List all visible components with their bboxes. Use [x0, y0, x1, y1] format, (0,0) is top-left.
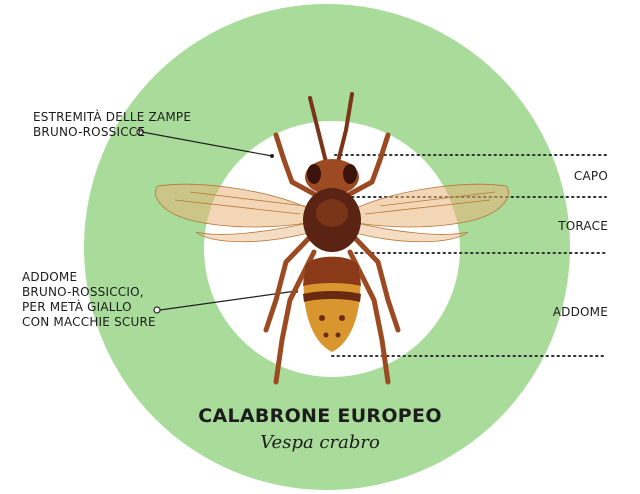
legs-tip-label: ESTREMITÀ DELLE ZAMPE BRUNO-ROSSICCE: [33, 110, 191, 140]
thorax-label: TORACE: [558, 219, 608, 233]
legs: [263, 132, 401, 385]
legs-leader-end: [270, 154, 274, 158]
wings: [155, 183, 509, 243]
abdomen-desc-line-1: ADDOME: [22, 270, 78, 284]
legs-tip-line-2: BRUNO-ROSSICCE: [33, 125, 146, 139]
abdomen-leader-line: [159, 290, 297, 311]
abdomen-desc-line-4: CON MACCHIE SCURE: [22, 315, 156, 329]
abdomen-label: ADDOME: [552, 305, 608, 319]
abdomen-desc-line-2: BRUNO-ROSSICCIO,: [22, 285, 144, 299]
legs-leader-line: [141, 131, 273, 157]
abdomen-desc-line-3: PER METÀ GIALLO: [22, 300, 132, 314]
hornet: [155, 92, 509, 385]
legs-tip-line-1: ESTREMITÀ DELLE ZAMPE: [33, 110, 192, 124]
abdomen-leader-dot: [153, 306, 161, 314]
abdomen: [303, 256, 361, 352]
page-title: CALABRONE EUROPEO: [198, 405, 442, 427]
antennae: [308, 92, 354, 164]
head-label: CAPO: [573, 169, 608, 183]
legs-leader-dot: [136, 128, 144, 136]
abdomen-desc-label: ADDOME BRUNO-ROSSICCIO, PER METÀ GIALLO …: [22, 270, 156, 330]
scientific-name: Vespa crabro: [260, 432, 380, 453]
